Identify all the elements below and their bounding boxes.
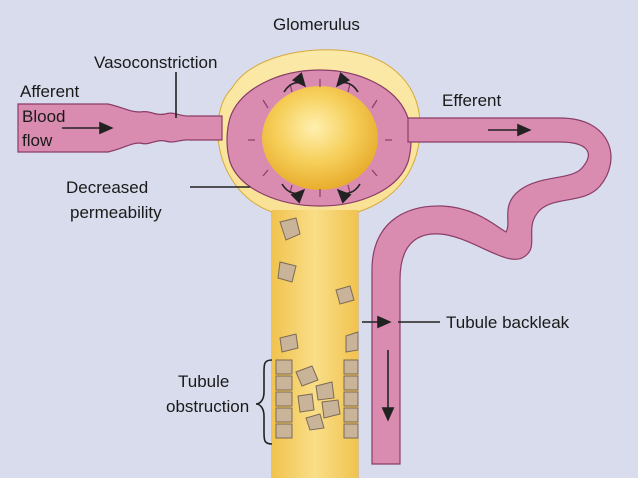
label-vasoconstriction: Vasoconstriction: [94, 53, 217, 72]
labels: Glomerulus Vasoconstriction Afferent Blo…: [20, 15, 570, 416]
label-obstruction: obstruction: [166, 397, 249, 416]
label-afferent: Afferent: [20, 82, 80, 101]
annotation-lines: [62, 72, 532, 445]
label-efferent: Efferent: [442, 91, 502, 110]
label-permeability: permeability: [70, 203, 162, 222]
label-tubule-backleak: Tubule backleak: [446, 313, 570, 332]
obstruction-brace: [255, 359, 273, 445]
afferent-arteriole: [17, 103, 223, 153]
efferent-vessel: [371, 117, 612, 465]
tubule-debris: [275, 217, 359, 439]
label-blood: Blood: [22, 107, 65, 126]
label-flow: flow: [22, 131, 53, 150]
label-decreased: Decreased: [66, 178, 148, 197]
label-glomerulus: Glomerulus: [273, 15, 360, 34]
glomerular-capillary: [226, 69, 412, 207]
glomerulus-core: [262, 86, 378, 190]
label-tubule: Tubule: [178, 372, 229, 391]
